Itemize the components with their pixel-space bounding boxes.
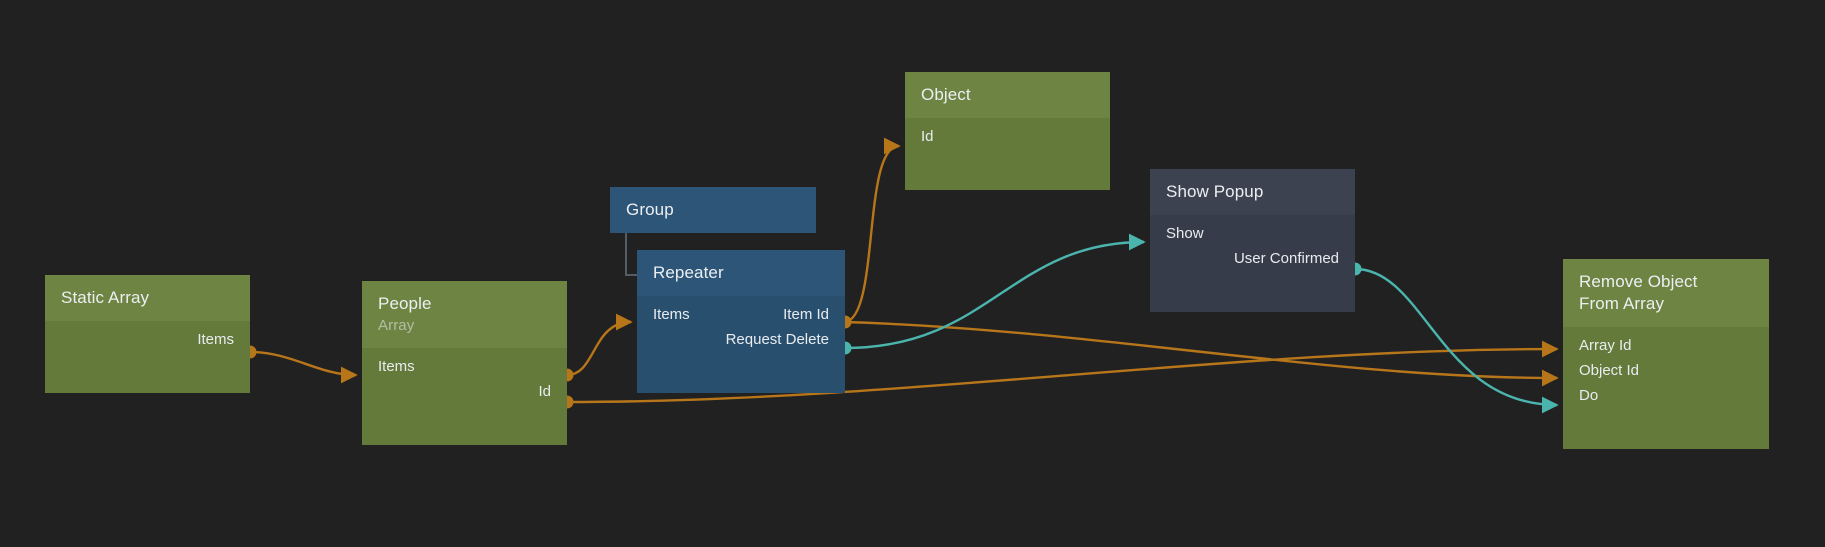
node-static-array[interactable]: Static Array Items bbox=[45, 275, 250, 393]
node-group[interactable]: Group bbox=[610, 187, 816, 233]
node-remove-object-title: Remove Object From Array bbox=[1579, 272, 1698, 313]
port-repeater-items-in: Items bbox=[653, 306, 690, 323]
node-static-array-title: Static Array bbox=[61, 288, 150, 307]
node-people-title: People bbox=[378, 294, 432, 313]
port-label: Do bbox=[1579, 387, 1599, 404]
node-show-popup-header: Show Popup bbox=[1150, 169, 1355, 215]
group-indent-guide bbox=[625, 228, 641, 276]
port-people-items-in[interactable]: Items bbox=[362, 354, 567, 379]
port-repeater-itemid-out: Item Id bbox=[783, 306, 829, 323]
row-spacer bbox=[637, 352, 845, 377]
node-people-body: Items Id bbox=[362, 348, 567, 445]
node-people-header: People Array bbox=[362, 281, 567, 348]
port-remove-objectid-in[interactable]: Object Id bbox=[1563, 358, 1769, 383]
port-label: Id bbox=[921, 128, 934, 145]
node-group-header: Group bbox=[610, 187, 816, 233]
node-show-popup-title: Show Popup bbox=[1166, 182, 1264, 201]
node-object[interactable]: Object Id bbox=[905, 72, 1110, 190]
node-remove-object-from-array[interactable]: Remove Object From Array Array Id Object… bbox=[1563, 259, 1769, 449]
port-static-array-items-out[interactable]: Items bbox=[45, 327, 250, 352]
port-show-popup-show-in[interactable]: Show bbox=[1150, 221, 1355, 246]
node-repeater-body: Items Item Id Request Delete bbox=[637, 296, 845, 393]
node-show-popup[interactable]: Show Popup Show User Confirmed bbox=[1150, 169, 1355, 312]
row-spacer bbox=[362, 404, 567, 429]
row-spacer bbox=[1150, 271, 1355, 296]
port-label: User Confirmed bbox=[1233, 250, 1339, 267]
port-label: Object Id bbox=[1579, 362, 1640, 379]
port-remove-do-in[interactable]: Do bbox=[1563, 383, 1769, 408]
wire-repeater-itemid-to-remove-objectid bbox=[838, 315, 1559, 387]
node-object-header: Object bbox=[905, 72, 1110, 118]
node-object-body: Id bbox=[905, 118, 1110, 190]
wire-people-items-to-repeater-items bbox=[560, 313, 633, 382]
row-spacer bbox=[1563, 408, 1769, 433]
node-people[interactable]: People Array Items Id bbox=[362, 281, 567, 445]
port-label: Array Id bbox=[1579, 337, 1632, 354]
port-object-id-in[interactable]: Id bbox=[905, 124, 1110, 149]
port-repeater-requestdelete-out[interactable]: Request Delete bbox=[637, 327, 845, 352]
wire-showpopup-userconfirmed-to-remove-do bbox=[1348, 262, 1559, 414]
node-show-popup-body: Show User Confirmed bbox=[1150, 215, 1355, 312]
port-label: Items bbox=[197, 331, 234, 348]
node-people-subtitle: Array bbox=[378, 317, 415, 334]
node-static-array-header: Static Array bbox=[45, 275, 250, 321]
node-repeater-title: Repeater bbox=[653, 263, 724, 282]
node-remove-object-header: Remove Object From Array bbox=[1563, 259, 1769, 327]
node-repeater-header: Repeater bbox=[637, 250, 845, 296]
node-static-array-body: Items bbox=[45, 321, 250, 393]
port-show-popup-userconfirmed-out[interactable]: User Confirmed bbox=[1150, 246, 1355, 271]
port-people-id-out[interactable]: Id bbox=[362, 379, 567, 404]
row-spacer bbox=[905, 149, 1110, 174]
port-remove-arrayid-in[interactable]: Array Id bbox=[1563, 333, 1769, 358]
wire-repeater-itemid-to-object-id bbox=[844, 137, 901, 324]
port-label: Items bbox=[378, 358, 415, 375]
port-repeater-items-row[interactable]: Items Item Id bbox=[637, 302, 845, 327]
node-object-title: Object bbox=[921, 85, 971, 104]
node-remove-object-body: Array Id Object Id Do bbox=[1563, 327, 1769, 449]
wire-repeater-requestdelete-to-showpopup-show bbox=[838, 233, 1146, 355]
port-label: Show bbox=[1166, 225, 1204, 242]
node-repeater[interactable]: Repeater Items Item Id Request Delete bbox=[637, 250, 845, 393]
wire-static-array-items-to-people-items bbox=[243, 345, 358, 384]
row-spacer bbox=[45, 352, 250, 377]
port-label: Id bbox=[538, 383, 551, 400]
port-label: Request Delete bbox=[725, 331, 829, 348]
node-group-title: Group bbox=[626, 200, 674, 219]
